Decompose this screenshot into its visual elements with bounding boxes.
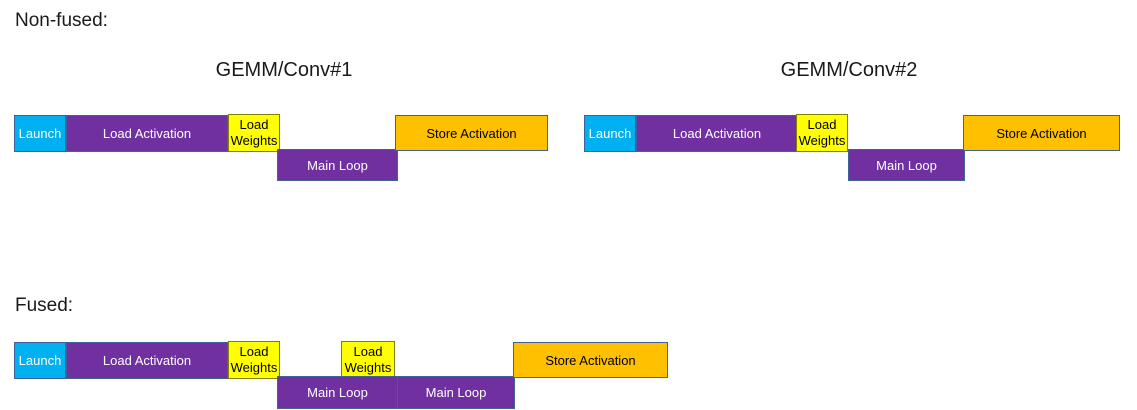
bar-nonfused-k2-load-activation: Load Activation [636, 115, 798, 152]
section-label-fused: Fused: [15, 295, 74, 316]
kernel-title-gemm-conv-2: GEMM/Conv#2 [780, 59, 918, 81]
bar-nonfused-k2-load-weights: Load Weights [796, 114, 848, 152]
bar-nonfused-k1-launch: Launch [14, 115, 66, 152]
bar-nonfused-k1-main-loop: Main Loop [277, 149, 398, 181]
bar-fused-launch: Launch [14, 342, 66, 379]
bar-fused-main-loop-2: Main Loop [397, 376, 515, 409]
bar-fused-load-activation: Load Activation [66, 342, 228, 379]
bar-nonfused-k1-load-weights: Load Weights [228, 114, 280, 152]
kernel-title-gemm-conv-1: GEMM/Conv#1 [215, 59, 353, 81]
bar-nonfused-k1-store-activation: Store Activation [395, 115, 548, 151]
section-label-non-fused: Non-fused: [15, 10, 108, 31]
bar-fused-load-weights-1: Load Weights [228, 341, 280, 379]
bar-fused-load-weights-2: Load Weights [341, 341, 395, 379]
bar-nonfused-k1-load-activation: Load Activation [66, 115, 228, 152]
bar-nonfused-k2-store-activation: Store Activation [963, 115, 1120, 151]
bar-fused-main-loop-1: Main Loop [277, 376, 398, 409]
bar-nonfused-k2-launch: Launch [584, 115, 636, 152]
bar-nonfused-k2-main-loop: Main Loop [848, 149, 965, 181]
bar-fused-store-activation: Store Activation [513, 342, 668, 378]
